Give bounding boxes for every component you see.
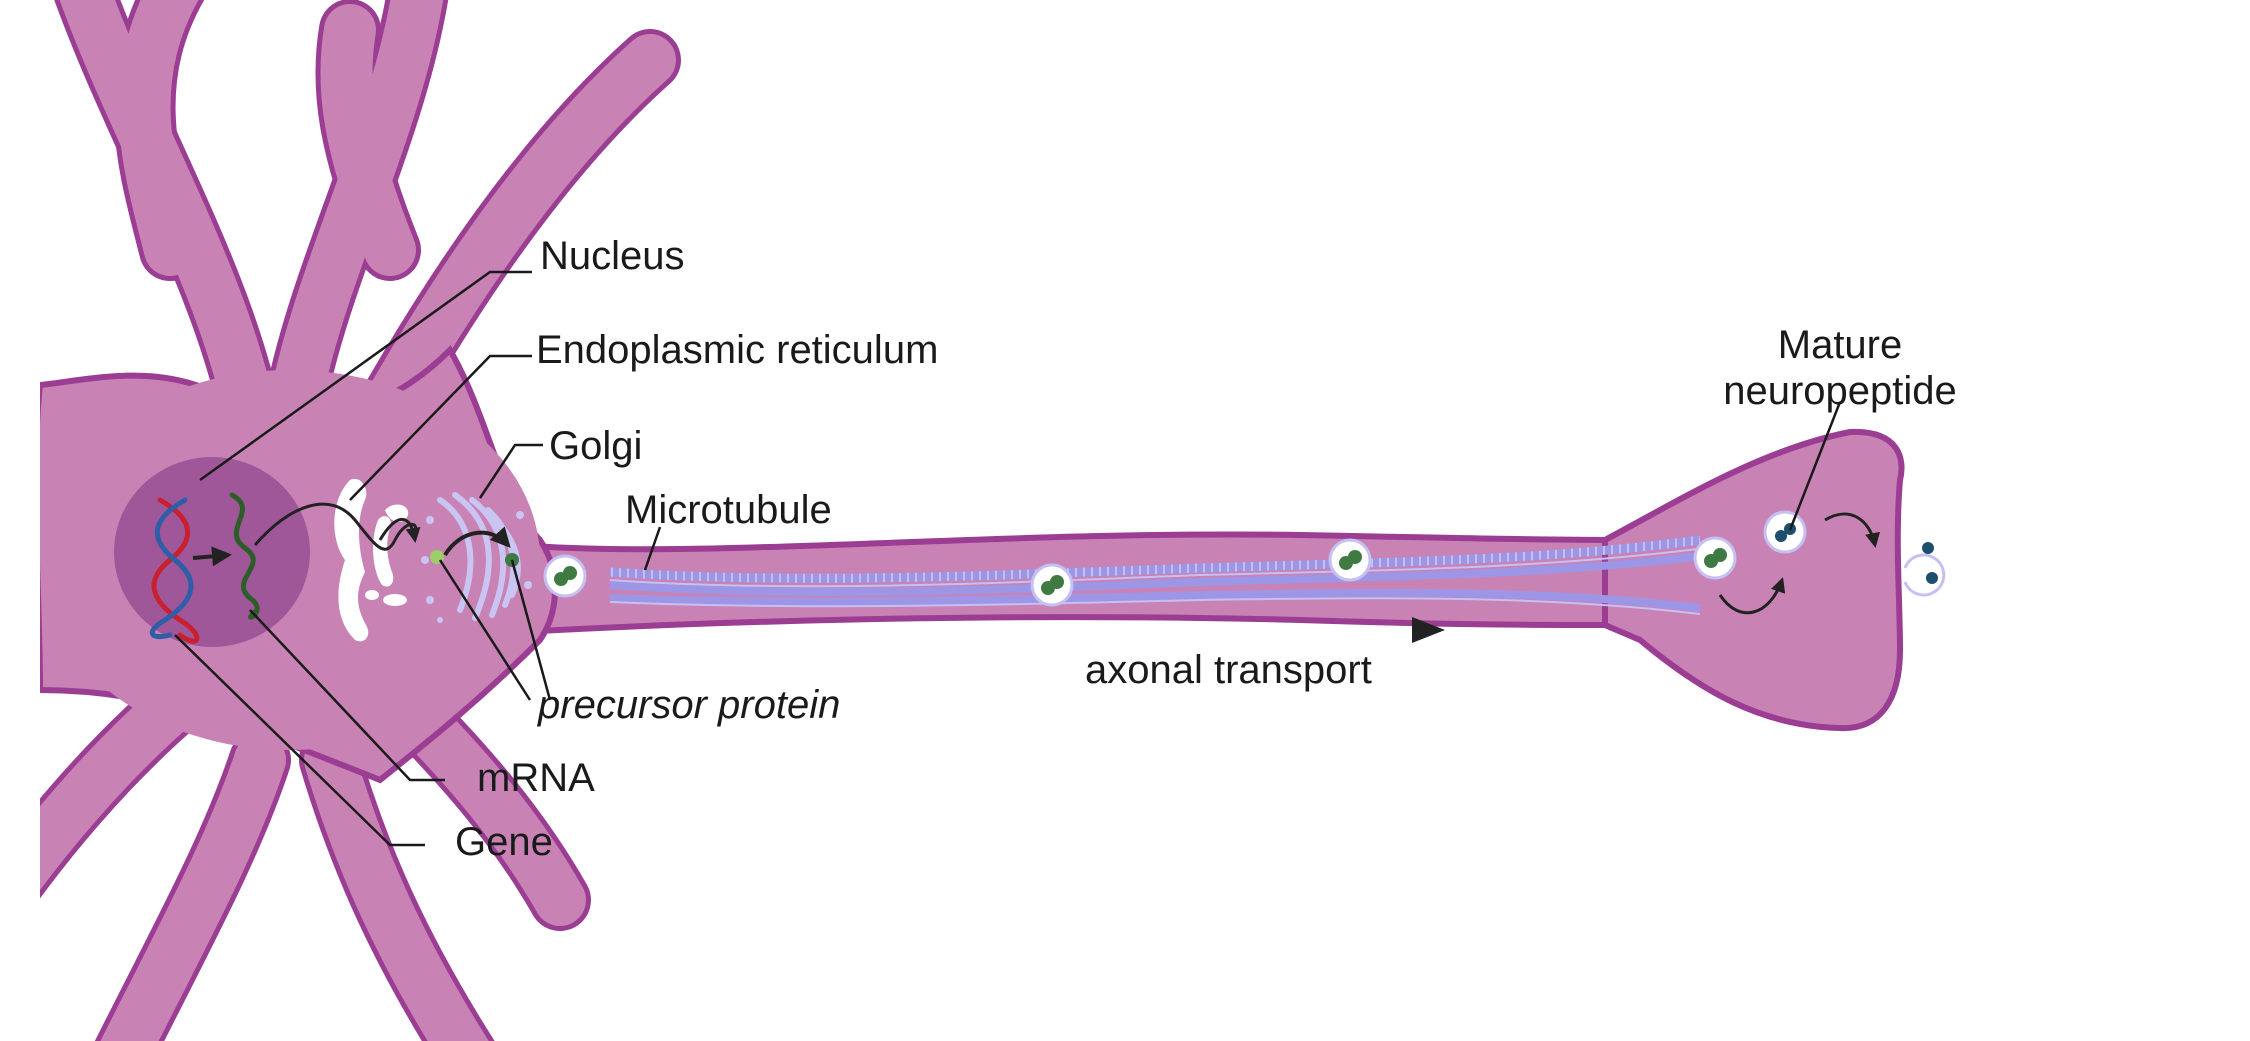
translation-arrow bbox=[378, 517, 421, 543]
mature-vesicle bbox=[1763, 510, 1807, 554]
left-crop bbox=[0, 0, 40, 1041]
er-to-golgi-arrow bbox=[253, 502, 418, 551]
mrna-label: mRNA bbox=[477, 756, 595, 800]
leader-lines bbox=[174, 270, 1842, 847]
vesicle bbox=[543, 554, 587, 598]
gene-dna-helix bbox=[150, 497, 200, 644]
microtubules bbox=[609, 535, 1711, 615]
gene-label: Gene bbox=[455, 820, 553, 864]
mrna-strand bbox=[229, 492, 260, 620]
transcription-arrow bbox=[192, 546, 232, 567]
golgi-label: Golgi bbox=[549, 424, 642, 468]
axonal-transport-label: axonal transport bbox=[1085, 648, 1372, 692]
vesicle bbox=[1030, 563, 1074, 607]
endoplasmic-reticulum bbox=[334, 478, 409, 642]
vesicle bbox=[1693, 536, 1737, 580]
maturation-arrow bbox=[1718, 577, 1786, 615]
nucleus-label: Nucleus bbox=[540, 234, 685, 278]
mature-neuropeptide-label-line1: Mature bbox=[1778, 323, 1903, 367]
golgi-arrow bbox=[443, 526, 511, 557]
nucleus bbox=[114, 457, 310, 647]
release-arrow bbox=[1824, 512, 1880, 548]
mature-neuropeptide-label-line2: neuropeptide bbox=[1723, 369, 1957, 413]
vesicle bbox=[1328, 538, 1372, 582]
transport-vesicles bbox=[543, 510, 1807, 607]
released-vesicle bbox=[1903, 542, 1946, 597]
axon-terminal bbox=[1602, 428, 1905, 732]
microtubule-label: Microtubule bbox=[625, 488, 832, 532]
precursor-protein-label: precursor protein bbox=[537, 683, 840, 727]
golgi-vesicles bbox=[421, 511, 532, 623]
axonal-transport-arrowhead bbox=[1412, 617, 1445, 643]
endoplasmic-reticulum-label: Endoplasmic reticulum bbox=[536, 328, 938, 372]
